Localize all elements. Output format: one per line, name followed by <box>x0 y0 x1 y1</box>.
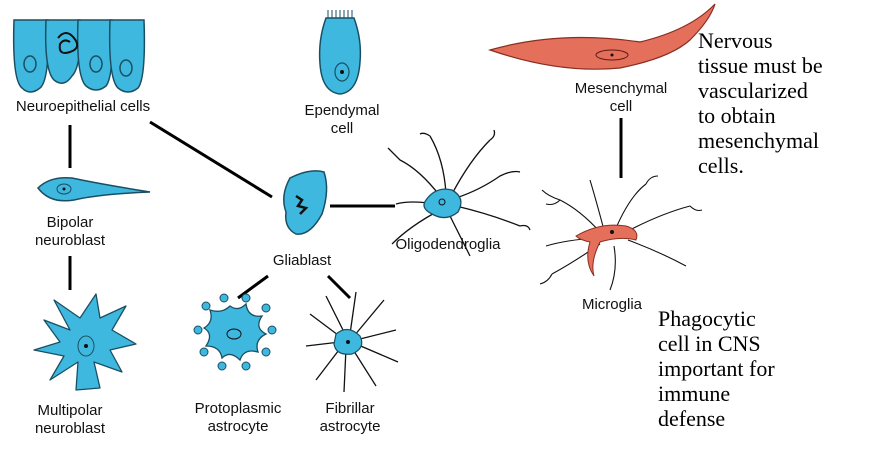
note-phagocytic: Phagocytic cell in CNS important for imm… <box>658 306 775 431</box>
label-oligodendroglia: Oligodendroglia <box>378 236 518 254</box>
note-vascular-line3: vascularized <box>698 78 808 103</box>
label-mesenchymal-line1: Mesenchymal <box>574 80 668 97</box>
connector-lines <box>68 118 623 300</box>
label-protoplasmic-line2: astrocyte <box>207 418 269 435</box>
line-gliablast-fibrillar <box>326 274 352 300</box>
note-phagocytic-line3: important for <box>658 356 775 381</box>
gliablast-drawing <box>283 170 328 235</box>
neuroepithelial-cells-drawing <box>12 19 146 93</box>
label-mesenchymal-cell: Mesenchymal cell <box>560 80 682 116</box>
label-bipolar-neuroblast: Bipolar neuroblast <box>18 214 122 250</box>
oligodendroglia-drawing <box>387 129 531 257</box>
label-multipolar-neuroblast: Multipolar neuroblast <box>18 402 122 438</box>
mesenchymal-cell-drawing <box>487 3 716 70</box>
note-vascular-line1: Nervous <box>698 28 773 53</box>
label-gliablast: Gliablast <box>252 252 352 270</box>
label-gliablast-text: Gliablast <box>272 252 332 269</box>
label-microglia: Microglia <box>562 296 662 314</box>
ependymal-cell-drawing <box>318 10 362 95</box>
microglia-drawing <box>539 175 703 291</box>
label-protoplasmic-astrocyte: Protoplasmic astrocyte <box>178 400 298 436</box>
note-phagocytic-line2: cell in CNS <box>658 331 761 356</box>
note-phagocytic-line4: immune <box>658 381 731 406</box>
note-vascular-line5: mesenchymal <box>698 128 819 153</box>
line-neuroepithelial-gliablast <box>149 120 273 199</box>
label-ependymal-line1: Ependymal <box>304 102 380 119</box>
label-mesenchymal-line2: cell <box>609 98 633 115</box>
label-multipolar-line1: Multipolar <box>37 402 103 419</box>
label-fibrillar-line2: astrocyte <box>319 418 381 435</box>
label-oligodendroglia-text: Oligodendroglia <box>395 236 501 253</box>
note-vascular-line6: cells. <box>698 153 744 178</box>
note-vascular-line2: tissue must be <box>698 53 823 78</box>
label-microglia-text: Microglia <box>581 296 642 313</box>
bipolar-neuroblast-drawing <box>37 176 151 202</box>
note-phagocytic-line5: defense <box>658 406 726 431</box>
fibrillar-astrocyte-drawing <box>305 291 399 393</box>
note-phagocytic-line1: Phagocytic <box>658 306 756 331</box>
label-bipolar-line2: neuroblast <box>34 232 106 249</box>
label-multipolar-line2: neuroblast <box>34 420 106 437</box>
line-gliablast-protoplasmic <box>237 274 269 300</box>
label-protoplasmic-line1: Protoplasmic <box>194 400 282 417</box>
label-bipolar-line1: Bipolar <box>46 214 94 231</box>
label-neuroepithelial-cells: Neuroepithelial cells <box>0 98 166 116</box>
label-fibrillar-line1: Fibrillar <box>325 400 375 417</box>
label-ependymal-line2: cell <box>330 120 354 137</box>
multipolar-neuroblast-drawing <box>33 293 137 391</box>
label-fibrillar-astrocyte: Fibrillar astrocyte <box>300 400 400 436</box>
note-vascularization: Nervous tissue must be vascularized to o… <box>698 28 823 178</box>
label-neuroepithelial-text: Neuroepithelial cells <box>15 98 151 115</box>
label-ependymal-cell: Ependymal cell <box>284 102 400 138</box>
note-vascular-line4: to obtain <box>698 103 776 128</box>
protoplasmic-astrocyte-drawing <box>193 293 277 371</box>
